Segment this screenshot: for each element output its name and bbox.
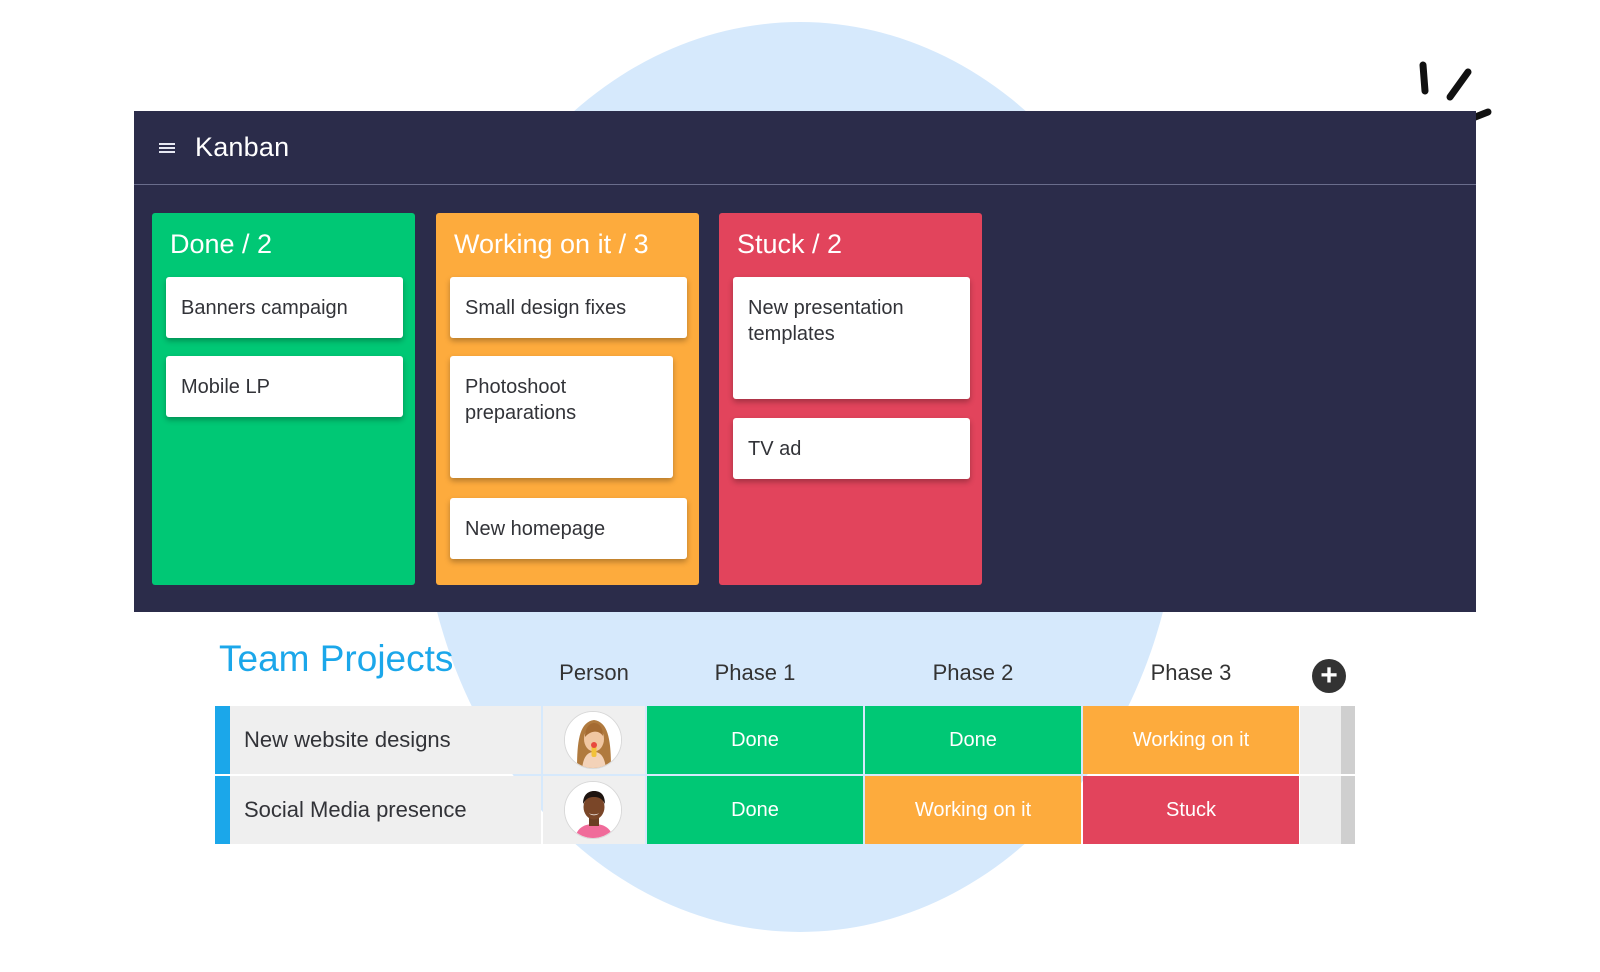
row-end-bar bbox=[1341, 706, 1355, 774]
row-end-cell bbox=[1300, 776, 1355, 844]
status-cell-phase-3[interactable]: Working on it bbox=[1083, 706, 1299, 774]
kanban-title: Kanban bbox=[195, 132, 290, 162]
row-end-cell bbox=[1300, 706, 1355, 774]
kanban-board: Kanban Done / 2 Banners campaign Mobile … bbox=[134, 111, 1476, 612]
table-row: New website designs Done Done Working on… bbox=[215, 706, 1355, 774]
row-accent-bar bbox=[215, 706, 230, 774]
status-cell-phase-2[interactable]: Working on it bbox=[865, 776, 1081, 844]
column-header-phase-2: Phase 2 bbox=[932, 660, 1014, 685]
column-header-person: Person bbox=[559, 660, 629, 685]
row-name[interactable]: New website designs bbox=[230, 706, 541, 774]
column-title: Stuck / 2 bbox=[737, 229, 843, 259]
man-avatar bbox=[564, 781, 622, 839]
kanban-column-stuck: Stuck / 2 New presentation templates TV … bbox=[719, 213, 982, 585]
plus-circle-icon[interactable]: + bbox=[1312, 659, 1346, 693]
kanban-header: Kanban bbox=[134, 111, 1476, 185]
status-cell-phase-2[interactable]: Done bbox=[865, 706, 1081, 774]
row-end-bar bbox=[1341, 776, 1355, 844]
woman-avatar bbox=[564, 711, 622, 769]
kanban-card[interactable]: Photoshoot preparations bbox=[450, 356, 673, 478]
column-header-phase-3: Phase 3 bbox=[1150, 660, 1232, 685]
team-projects-title: Team Projects bbox=[219, 638, 454, 679]
status-cell-phase-3[interactable]: Stuck bbox=[1083, 776, 1299, 844]
kanban-card[interactable]: TV ad bbox=[733, 418, 970, 479]
column-title: Done / 2 bbox=[170, 229, 273, 259]
kanban-card[interactable]: Small design fixes bbox=[450, 277, 687, 338]
kanban-card[interactable]: New homepage bbox=[450, 498, 687, 559]
column-title: Working on it / 3 bbox=[454, 229, 649, 259]
table-row: Social Media presence Done Working on it… bbox=[215, 776, 1355, 844]
kanban-column-done: Done / 2 Banners campaign Mobile LP bbox=[152, 213, 415, 585]
kanban-card[interactable]: Banners campaign bbox=[166, 277, 403, 338]
kanban-card[interactable]: Mobile LP bbox=[166, 356, 403, 417]
person-cell[interactable] bbox=[543, 776, 645, 844]
person-cell[interactable] bbox=[543, 706, 645, 774]
status-cell-phase-1[interactable]: Done bbox=[647, 776, 863, 844]
status-cell-phase-1[interactable]: Done bbox=[647, 706, 863, 774]
hamburger-menu-icon[interactable] bbox=[159, 141, 175, 155]
column-header-phase-1: Phase 1 bbox=[714, 660, 796, 685]
row-name[interactable]: Social Media presence bbox=[230, 776, 541, 844]
row-accent-bar bbox=[215, 776, 230, 844]
kanban-column-working: Working on it / 3 Small design fixes Pho… bbox=[436, 213, 699, 585]
kanban-card[interactable]: New presentation templates bbox=[733, 277, 970, 399]
